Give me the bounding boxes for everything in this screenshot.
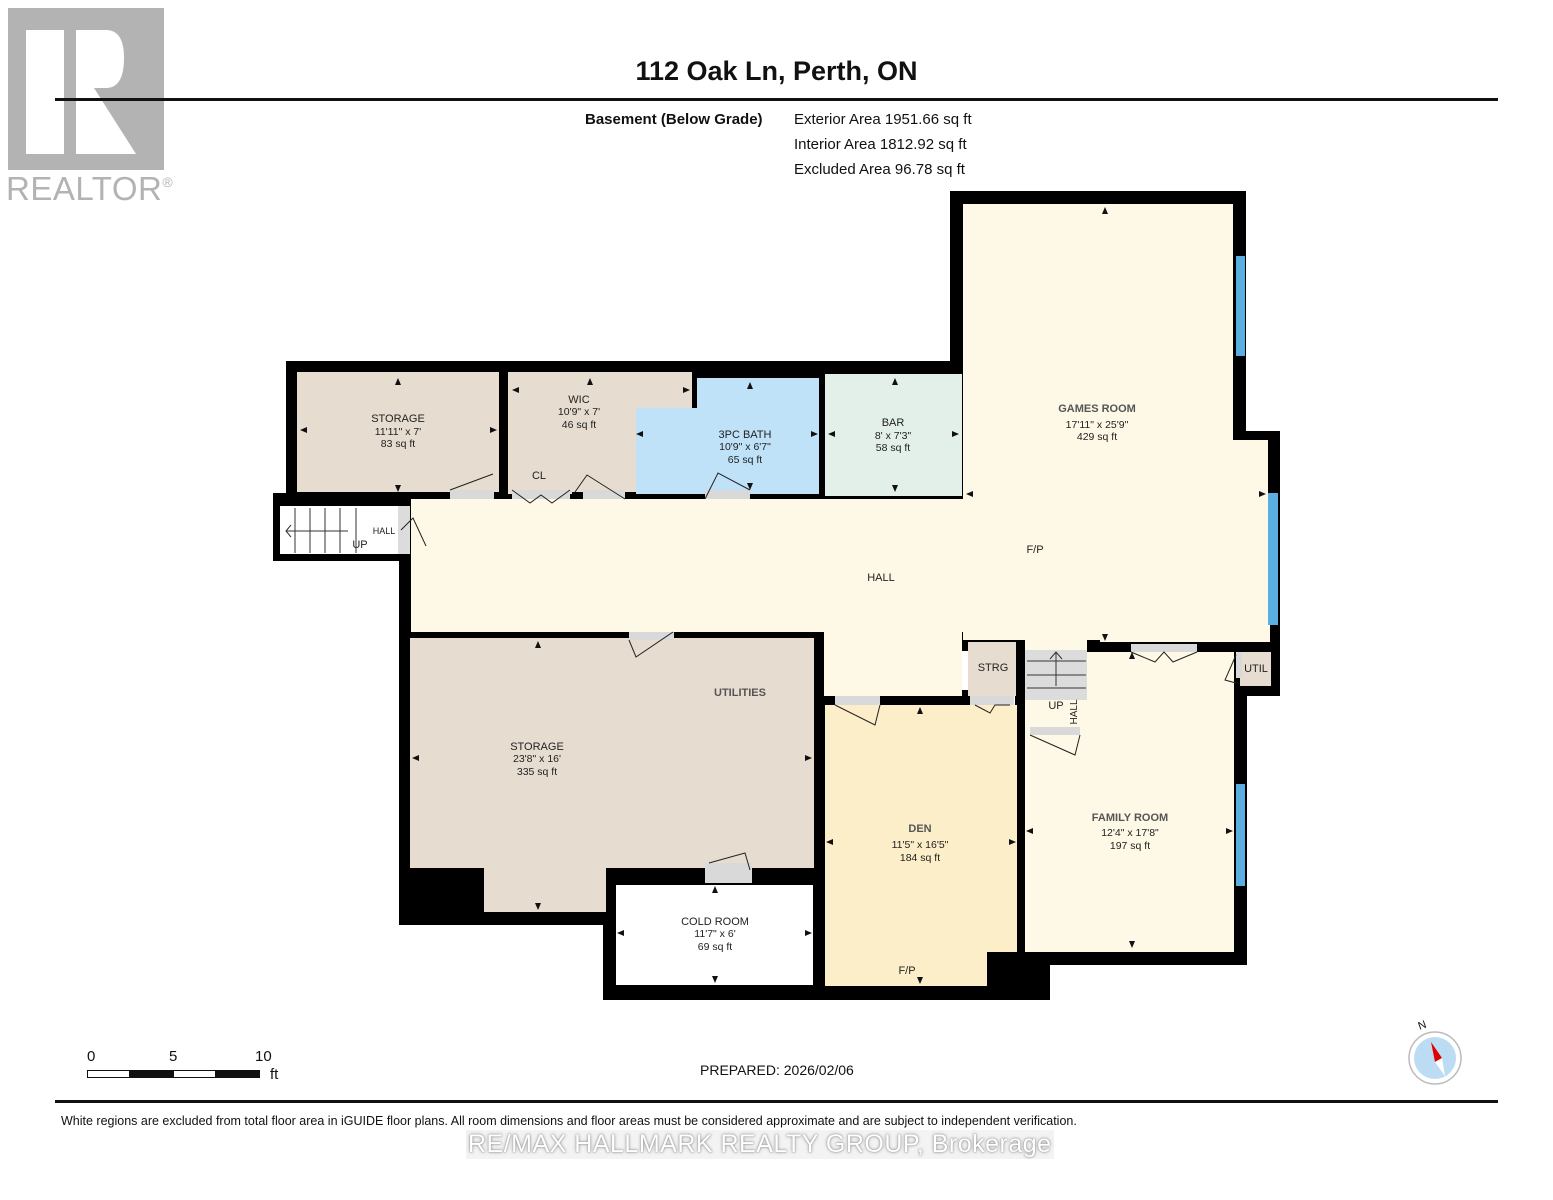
den-fireplace-label: F/P (898, 965, 915, 977)
room-fills (280, 204, 1271, 986)
cold-room-dims: 11'7" x 6' (694, 928, 735, 940)
den-dims: 11'5" x 16'5" (892, 839, 949, 851)
realtor-r-glyph-icon (76, 30, 136, 154)
games-room-name: GAMES ROOM (1058, 403, 1136, 415)
scale-tick-0: 0 (87, 1048, 96, 1065)
scale-tick-5: 5 (169, 1048, 178, 1065)
scale-tick-10: 10 (255, 1048, 272, 1065)
wic-area-text: 46 sq ft (562, 419, 597, 431)
util-area (1240, 652, 1271, 686)
fireplace-box (975, 576, 1083, 633)
util-name: UTIL (1244, 663, 1268, 675)
footer-divider (55, 1100, 1498, 1103)
games-room-dims: 17'11" x 25'9" (1066, 419, 1129, 431)
interior-area: Interior Area 1812.92 sq ft (794, 136, 967, 153)
cold-room-name: COLD ROOM (681, 916, 749, 928)
realtor-logo-icon (8, 8, 164, 170)
cold-room-area-text: 69 sq ft (698, 941, 733, 953)
windows (1236, 256, 1278, 886)
family-room-dims: 12'4" x 17'8" (1101, 827, 1159, 839)
exterior-area: Exterior Area 1951.66 sq ft (794, 111, 972, 128)
bar-area (825, 374, 962, 496)
games-room-area-text: 429 sq ft (1077, 431, 1117, 443)
scale-segment (173, 1070, 216, 1078)
stair-right-up: UP (1048, 700, 1063, 712)
floor-level-name: Basement (Below Grade) (585, 111, 763, 128)
family-room-area-text: 197 sq ft (1110, 840, 1150, 852)
stair-left-up: UP (352, 539, 367, 551)
prepared-date: PREPARED: 2026/02/06 (700, 1062, 854, 1078)
den-area-text: 184 sq ft (900, 852, 940, 864)
den-area (825, 705, 1017, 952)
room-labels: STORAGE 11'11" x 7' 83 sq ft WIC 10'9" x… (352, 394, 1268, 977)
stair-treads (285, 508, 1086, 689)
storage-large-name: STORAGE (510, 741, 564, 753)
strg-area (968, 642, 1016, 696)
bath-name: 3PC BATH (719, 429, 772, 441)
storage-small-area (297, 372, 499, 492)
cold-room-area (616, 885, 813, 985)
storage-small-area-text: 83 sq ft (381, 438, 416, 450)
bar-name: BAR (882, 417, 905, 429)
storage-large-area (410, 638, 814, 868)
disclaimer-text: White regions are excluded from total fl… (61, 1114, 1077, 1128)
doors (400, 472, 1242, 883)
svg-text:N: N (1417, 1019, 1429, 1033)
games-fireplace-label: F/P (1026, 544, 1043, 556)
bar-dims: 8' x 7'3" (875, 430, 912, 442)
hall-main-name: HALL (867, 572, 895, 584)
family-room-name: FAMILY ROOM (1092, 812, 1168, 824)
compass-north-icon: N (1408, 1019, 1462, 1085)
utilities-name: UTILITIES (714, 687, 766, 699)
scale-segment (87, 1070, 130, 1078)
dimension-arrows (300, 207, 1266, 984)
bath-dims: 10'9" x 6'7" (719, 441, 771, 453)
bath-area-text: 65 sq ft (728, 454, 763, 466)
hall-stair-left-name: HALL (373, 526, 396, 536)
closet-name: CL (532, 470, 546, 482)
header-divider (55, 98, 1498, 101)
excluded-area: Excluded Area 96.78 sq ft (794, 161, 965, 178)
wic-name: WIC (568, 394, 589, 406)
strg-name: STRG (978, 662, 1009, 674)
storage-large-area-text: 335 sq ft (517, 766, 557, 778)
closet-area (508, 462, 572, 494)
scale-unit: ft (270, 1066, 279, 1083)
wic-dims: 10'9" x 7' (558, 406, 600, 418)
brokerage-watermark: RE/MAX HALLMARK REALTY GROUP, Brokerage (466, 1130, 1054, 1159)
bar-area-text: 58 sq ft (876, 442, 911, 454)
realtor-wordmark: REALTOR® (6, 170, 174, 207)
property-address-title: 112 Oak Ln, Perth, ON (635, 56, 918, 86)
scale-segment (215, 1070, 260, 1078)
storage-large-dims: 23'8" x 16' (513, 753, 561, 765)
storage-small-name: STORAGE (371, 413, 425, 425)
scale-segment (129, 1070, 174, 1078)
den-name: DEN (908, 823, 931, 835)
hall-stair-right-name: HALL (1069, 699, 1080, 724)
storage-small-dims: 11'11" x 7' (375, 426, 421, 438)
